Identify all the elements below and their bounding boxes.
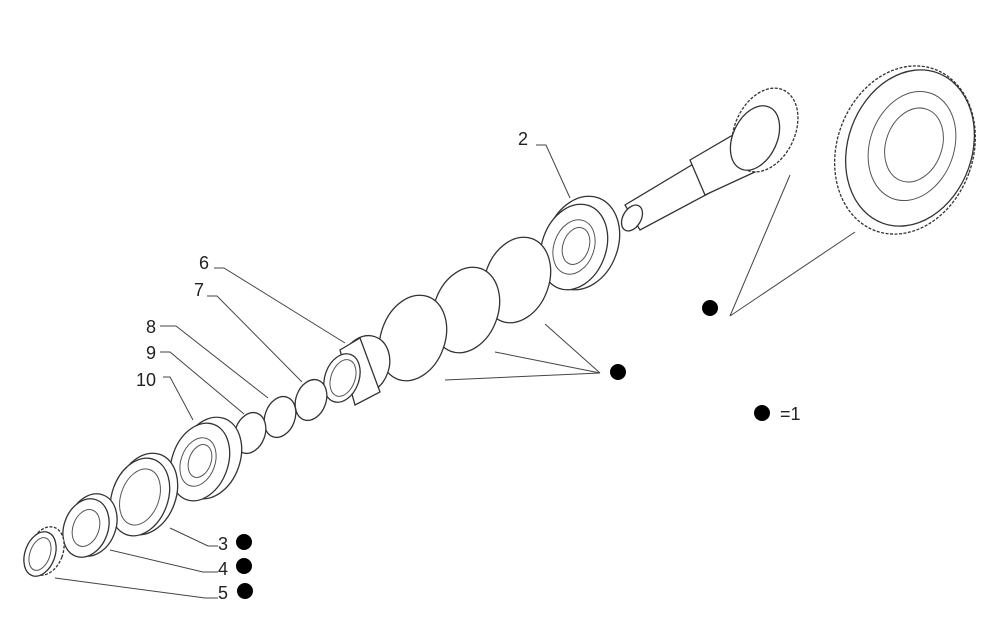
leader-lines [54, 144, 856, 599]
legend-text: =1 [780, 404, 801, 424]
part-4-spacer [62, 493, 118, 558]
part-2-bearing [539, 195, 621, 291]
part-3-cup [109, 452, 179, 537]
label-2: 2 [518, 129, 528, 149]
part-5-nut [23, 526, 65, 577]
part-6-bushing [323, 334, 391, 406]
dot-shims [610, 364, 626, 380]
label-6: 6 [199, 253, 209, 273]
label-9: 9 [146, 343, 156, 363]
dot-5 [237, 583, 253, 599]
label-3: 3 [218, 534, 228, 554]
label-8: 8 [146, 317, 156, 337]
label-10: 10 [136, 370, 156, 390]
part-7-ring [294, 378, 328, 422]
part-8-ring [263, 395, 297, 439]
label-7: 7 [194, 280, 204, 300]
shim-rings [378, 236, 552, 382]
pinion-shaft [620, 87, 799, 232]
part-10-bearing [169, 416, 243, 502]
label-4: 4 [218, 559, 228, 579]
ring-gear [834, 65, 976, 235]
dot-gears [702, 300, 718, 316]
dot-3 [236, 534, 252, 550]
dot-4 [236, 558, 252, 574]
legend-dot [754, 405, 770, 421]
label-5: 5 [218, 583, 228, 603]
